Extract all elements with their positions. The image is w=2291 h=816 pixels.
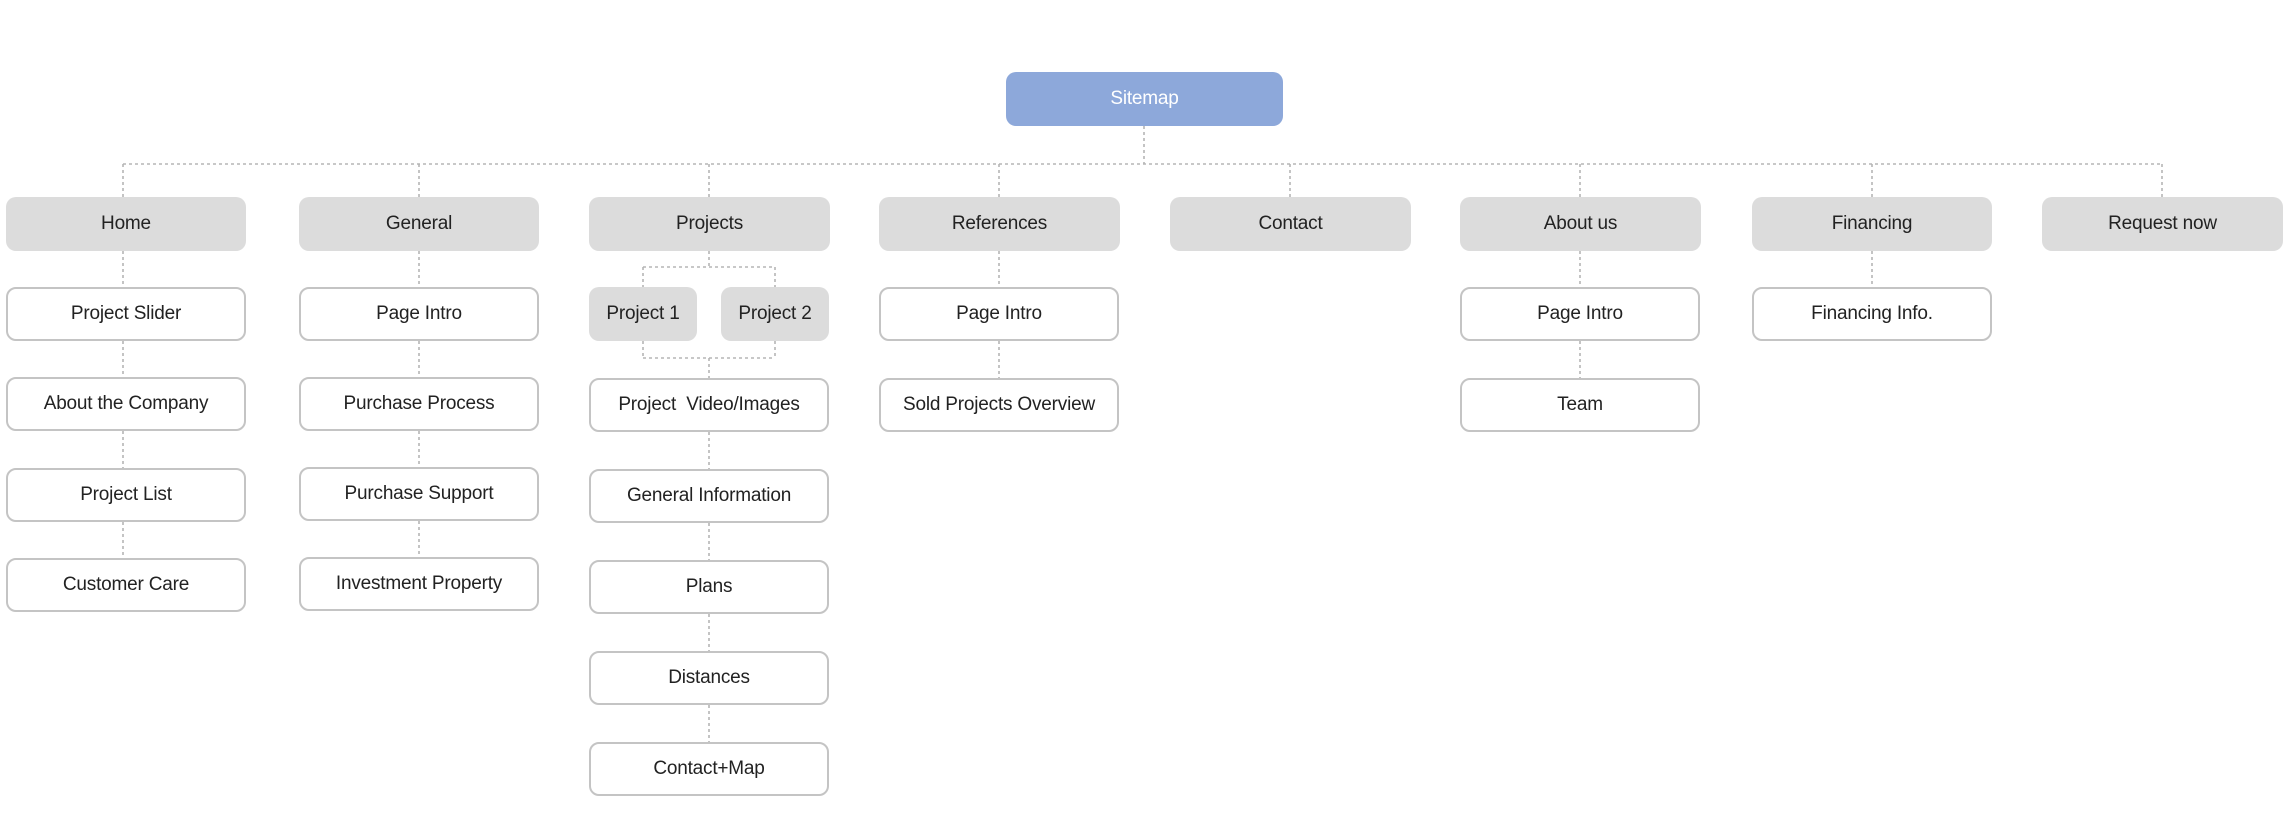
- category-references: References: [879, 197, 1120, 251]
- category-financing: Financing: [1752, 197, 1992, 251]
- category-home: Home: [6, 197, 246, 251]
- category-contact: Contact: [1170, 197, 1411, 251]
- category-general: General: [299, 197, 539, 251]
- page-project-video-images: Project Video/Images: [589, 378, 829, 432]
- page-customer-care: Customer Care: [6, 558, 246, 612]
- page-page-intro-about: Page Intro: [1460, 287, 1700, 341]
- page-project-slider: Project Slider: [6, 287, 246, 341]
- page-team: Team: [1460, 378, 1700, 432]
- page-sold-projects-overview: Sold Projects Overview: [879, 378, 1119, 432]
- subproject-project-1: Project 1: [589, 287, 697, 341]
- subproject-project-2: Project 2: [721, 287, 829, 341]
- page-page-intro-references: Page Intro: [879, 287, 1119, 341]
- page-purchase-support: Purchase Support: [299, 467, 539, 521]
- page-financing-info: Financing Info.: [1752, 287, 1992, 341]
- page-project-list: Project List: [6, 468, 246, 522]
- page-distances: Distances: [589, 651, 829, 705]
- page-investment-property: Investment Property: [299, 557, 539, 611]
- category-about-us: About us: [1460, 197, 1701, 251]
- page-plans: Plans: [589, 560, 829, 614]
- page-page-intro: Page Intro: [299, 287, 539, 341]
- page-about-the-company: About the Company: [6, 377, 246, 431]
- page-contact-map: Contact+Map: [589, 742, 829, 796]
- category-request-now: Request now: [2042, 197, 2283, 251]
- category-projects: Projects: [589, 197, 830, 251]
- root-node: Sitemap: [1006, 72, 1283, 126]
- page-general-information: General Information: [589, 469, 829, 523]
- page-purchase-process: Purchase Process: [299, 377, 539, 431]
